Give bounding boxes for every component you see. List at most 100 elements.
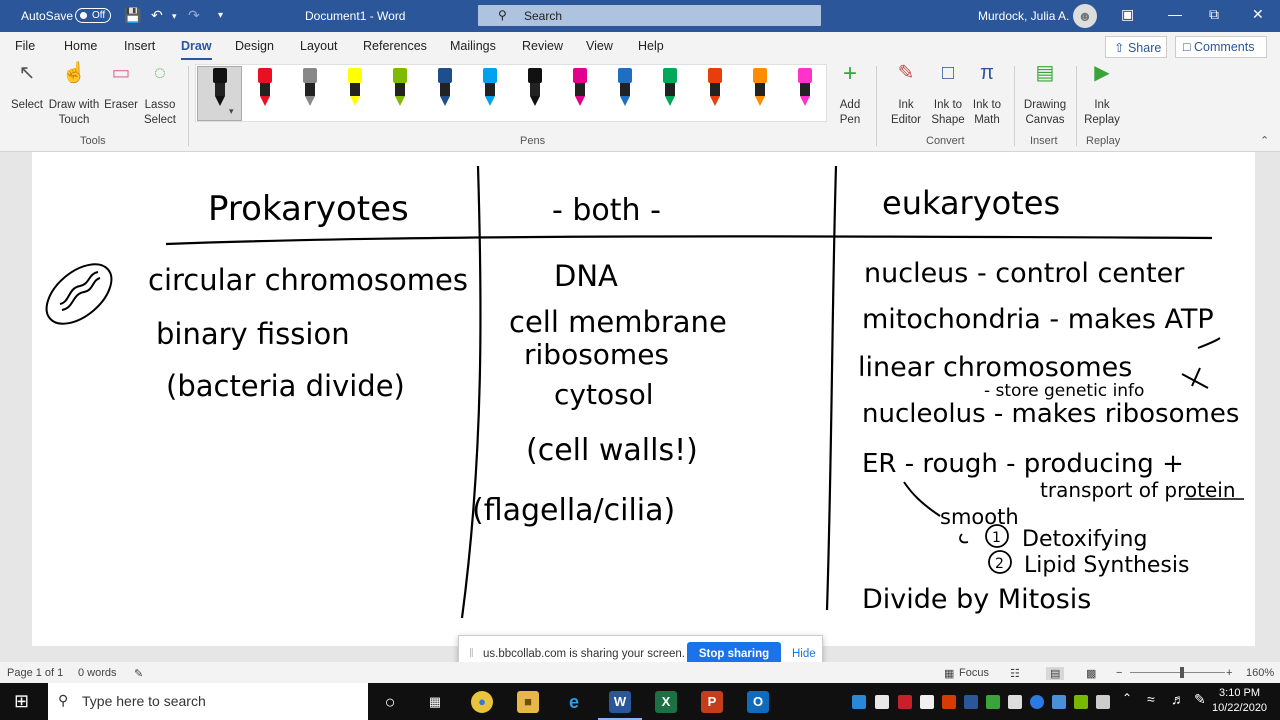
powerpoint-icon[interactable]: P [701,691,723,713]
tray-app-icon[interactable] [1008,695,1022,709]
close-icon[interactable]: ✕ [1252,6,1264,22]
ribbon-display-options-icon[interactable]: ▣ [1121,6,1135,22]
vertical-scrollbar[interactable] [1262,152,1278,662]
avatar[interactable]: ☻ [1073,4,1097,28]
zoom-out-icon[interactable]: − [1116,667,1123,679]
zoom-slider-thumb[interactable] [1180,667,1184,678]
user-name[interactable]: Murdock, Julia A. [978,9,1070,23]
lasso-select-button[interactable]: ◌ Lasso Select [140,63,180,128]
file-explorer-icon[interactable]: ■ [517,691,539,713]
wifi-icon[interactable]: ≈ [1147,691,1155,707]
pen-light-blue[interactable] [481,68,499,108]
task-view-icon[interactable]: ▦ [428,694,442,709]
pen-dark-blue[interactable] [436,68,454,108]
tray-app-icon[interactable] [1096,695,1110,709]
pen-workspace-icon[interactable]: ✎ [1194,691,1206,707]
customize-toolbar-icon[interactable]: ▾ [218,10,224,21]
zoom-level[interactable]: 160% [1246,667,1275,679]
highlighter-green[interactable] [661,68,679,108]
tab-file[interactable]: File [15,39,36,53]
tray-app-icon[interactable] [986,695,1000,709]
undo-dropdown-icon[interactable]: ▾ [172,11,177,21]
drag-handle-icon[interactable]: ‖ [469,648,474,660]
tab-insert[interactable]: Insert [124,39,156,53]
volume-icon[interactable]: ♬ [1171,691,1185,707]
autosave-toggle[interactable]: Off [75,8,111,23]
highlighter-yellow[interactable] [346,68,364,108]
tab-review[interactable]: Review [522,39,563,53]
proofing-icon[interactable]: ✎ [134,668,144,680]
highlighter-orange[interactable] [751,68,769,108]
zoom-in-icon[interactable]: + [1226,667,1233,679]
col3-line-11: Divide by Mitosis [862,584,1091,615]
pen-red[interactable] [256,68,274,108]
highlighter-magenta[interactable] [796,68,814,108]
ink-to-math-button[interactable]: π Ink to Math [968,63,1006,128]
eraser-button[interactable]: ▭ Eraser [102,63,140,113]
hide-button[interactable]: Hide [792,648,816,660]
tray-app-icon[interactable] [964,695,978,709]
pen-black-selected[interactable] [211,68,229,108]
chrome-icon[interactable]: ● [471,691,493,713]
zoom-slider-track[interactable] [1130,672,1225,673]
col3-line-7: transport of protein [1040,478,1236,502]
windows-start-icon[interactable]: ⊞ [14,691,30,711]
restore-icon[interactable]: ⧉ [1209,6,1219,22]
tab-draw[interactable]: Draw [181,39,212,60]
status-bar: Page 1 of 1 0 words ✎ ▦ Focus ☷ ▤ ▩ − + … [0,662,1280,683]
comments-button[interactable]: □ Comments [1175,36,1267,58]
add-pen-button[interactable]: + Add Pen [830,62,870,128]
tray-app-icon[interactable] [920,695,934,709]
highlighter-red[interactable] [706,68,724,108]
pen-green[interactable] [391,68,409,108]
tab-layout[interactable]: Layout [300,39,338,53]
read-mode-icon[interactable]: ☷ [1010,668,1020,680]
word-icon[interactable]: W [609,691,631,713]
pen-options-chevron-icon[interactable]: ▾ [229,106,234,116]
pen-pink[interactable] [571,68,589,108]
nvidia-icon[interactable] [1074,695,1088,709]
save-icon[interactable]: 💾 [124,7,142,23]
comments-icon: □ [1183,40,1195,54]
tray-app-icon[interactable] [942,695,956,709]
undo-icon[interactable]: ↶ [151,7,163,23]
focus-button[interactable]: Focus [959,667,989,679]
clock[interactable]: 3:10 PM 10/22/2020 [1212,686,1267,716]
word-count[interactable]: 0 words [78,667,117,679]
search-box[interactable]: ⚲ Search [478,5,821,26]
outlook-icon[interactable]: O [747,691,769,713]
pen-black[interactable] [526,68,544,108]
ink-editor-button[interactable]: ✎ Ink Editor [882,63,930,128]
internet-explorer-icon[interactable]: e [568,692,579,712]
pen-gray[interactable] [301,68,319,108]
tray-app-icon[interactable] [875,695,889,709]
draw-with-touch-button[interactable]: ☝ Draw with Touch [46,63,102,128]
highlighter-blue[interactable] [616,68,634,108]
web-layout-icon[interactable]: ▩ [1086,668,1097,680]
minimize-icon[interactable]: — [1168,6,1182,22]
bluetooth-icon[interactable] [1030,695,1044,709]
select-button[interactable]: ↖ Select [8,63,46,113]
tab-help[interactable]: Help [638,39,664,53]
tray-app-icon[interactable] [852,695,866,709]
cortana-icon[interactable]: ○ [384,692,396,712]
taskbar-search[interactable]: ⚲ Type here to search [48,683,368,720]
tray-app-icon[interactable] [1052,695,1066,709]
ink-replay-button[interactable]: ▶ Ink Replay [1080,63,1124,128]
print-layout-icon[interactable]: ▤ [1046,667,1065,680]
tab-design[interactable]: Design [235,39,274,53]
drawing-canvas-button[interactable]: ▤ Drawing Canvas [1018,63,1072,128]
collapse-ribbon-icon[interactable]: ⌃ [1260,135,1270,147]
document-page[interactable]: Prokaryotes - both - eukaryotes circular… [32,152,1255,646]
tab-home[interactable]: Home [64,39,98,53]
ink-to-shape-button[interactable]: □ Ink to Shape [930,63,966,128]
page-count[interactable]: Page 1 of 1 [7,667,64,679]
redo-icon[interactable]: ↷ [188,7,200,23]
show-hidden-icons[interactable]: ⌃ [1122,691,1133,705]
tab-mailings[interactable]: Mailings [450,39,496,53]
tab-view[interactable]: View [586,39,613,53]
tray-app-icon[interactable] [898,695,912,709]
excel-icon[interactable]: X [655,691,677,713]
share-button[interactable]: ⇧ Share [1105,36,1167,58]
tab-references[interactable]: References [363,39,427,53]
